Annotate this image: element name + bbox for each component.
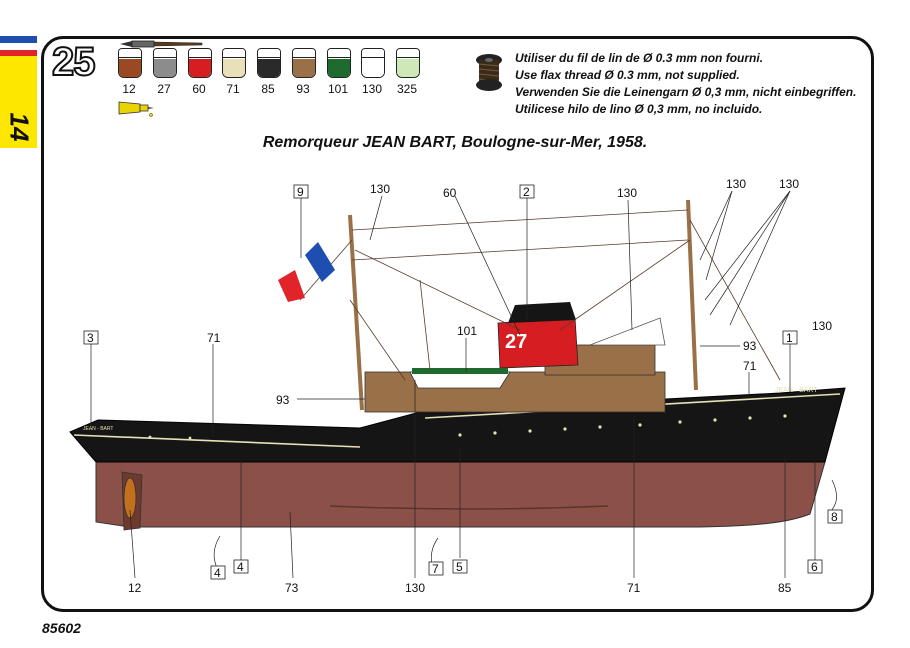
- callout-93: 93: [743, 339, 757, 353]
- stern-name-marking: JEAN - BART: [83, 426, 113, 432]
- french-flag-blue: [305, 242, 335, 282]
- paint-swatch: [293, 59, 315, 77]
- paint-code: 71: [226, 82, 240, 96]
- glue-tube-icon: [118, 101, 154, 117]
- callout-3: 3: [87, 331, 94, 345]
- catalog-code: 85602: [42, 620, 81, 636]
- callout-60: 60: [443, 186, 457, 200]
- paint-swatch: [328, 59, 350, 77]
- paint-code: 130: [361, 82, 383, 96]
- paint-pot: 85: [257, 48, 281, 96]
- bridge-screen: [589, 317, 666, 346]
- paint-swatch: [119, 59, 141, 77]
- paint-code: 12: [122, 82, 136, 96]
- callout-130: 130: [617, 186, 637, 200]
- paint-pot: 325: [396, 48, 420, 96]
- callout-85: 85: [778, 581, 792, 595]
- callout-4: 4: [214, 566, 221, 580]
- paintbrush-icon: [120, 40, 203, 48]
- paint-swatch: [397, 59, 419, 77]
- callout-4: 4: [237, 560, 244, 574]
- callout-130: 130: [405, 581, 425, 595]
- thread-note-list: Utiliser du fil de lin de Ø 0.3 mm non f…: [515, 50, 856, 118]
- lifeboat: [409, 371, 511, 389]
- callout-130: 130: [370, 182, 390, 196]
- paint-pot: 60: [188, 48, 212, 96]
- deckhouse: [364, 371, 666, 413]
- callout-130: 130: [812, 319, 832, 333]
- paint-code: 27: [157, 82, 171, 96]
- callout-130: 130: [779, 177, 799, 191]
- paint-code: 101: [327, 82, 349, 96]
- paint-code: 85: [261, 82, 275, 96]
- step-number: 25: [51, 39, 96, 85]
- funnel-number: 27: [505, 331, 527, 353]
- paint-pot: 93: [292, 48, 316, 96]
- thread-note-es: Utilicese hilo de lino Ø 0,3 mm, no incl…: [515, 102, 763, 116]
- paint-swatch: [189, 59, 211, 77]
- thread-spool-icon: [476, 54, 502, 91]
- paint-swatch: [154, 59, 176, 77]
- callout-71: 71: [743, 359, 757, 373]
- callout-6: 6: [811, 560, 818, 574]
- callout-leader-lines: [90, 190, 837, 579]
- paint-pot: 101: [327, 48, 351, 96]
- instruction-frame: [41, 36, 874, 612]
- callout-7: 7: [432, 562, 439, 576]
- paint-code: 60: [192, 82, 206, 96]
- flag-stripe-blue: [0, 36, 37, 43]
- callout-73: 73: [285, 581, 299, 595]
- flag-stripe-white: [0, 43, 37, 50]
- callout-8: 8: [831, 510, 838, 524]
- callout-71: 71: [207, 331, 221, 345]
- aft-mast: [348, 214, 364, 411]
- funnel-top: [508, 302, 576, 323]
- callout-130: 130: [726, 177, 746, 191]
- callout-2: 2: [523, 185, 530, 199]
- fore-mast: [686, 199, 698, 391]
- paint-code: 325: [396, 82, 418, 96]
- hull-name-marking: JEAN - BART: [775, 387, 818, 394]
- thread-note-en: Use flax thread Ø 0.3 mm, not supplied.: [515, 68, 740, 82]
- paint-pot: 130: [361, 48, 385, 96]
- paint-swatch: [223, 59, 245, 77]
- thread-note-de: Verwenden Sie die Leinengarn Ø 0,3 mm, n…: [515, 85, 857, 99]
- callout-9: 9: [297, 185, 304, 199]
- propeller: [123, 477, 137, 519]
- bilge-keel: [329, 505, 609, 510]
- callout-71: 71: [627, 581, 641, 595]
- paint-pot: 27: [153, 48, 177, 96]
- page-tab: 14: [0, 56, 37, 148]
- lower-hull: [95, 461, 826, 528]
- callout-93: 93: [276, 393, 290, 407]
- paint-pot: 71: [222, 48, 246, 96]
- ship-title: Remorqueur JEAN BART, Boulogne-sur-Mer, …: [262, 134, 648, 151]
- callout-12: 12: [128, 581, 142, 595]
- callout-1: 1: [786, 331, 793, 345]
- rigging-lines: [299, 209, 781, 381]
- hull-stripe-aft: [73, 434, 361, 448]
- side-language-tab: 14: [0, 36, 37, 148]
- callout-labels: 130 60 2 130 130 130 9 101 93 130 1 3 71…: [83, 177, 843, 595]
- paint-pot: 12: [118, 48, 142, 96]
- paint-swatch: [258, 59, 280, 77]
- paint-swatch: [362, 59, 384, 77]
- flag-stripe-red: [0, 50, 37, 57]
- callout-101: 101: [457, 324, 477, 338]
- callout-5: 5: [456, 560, 463, 574]
- thread-note-fr: Utiliser du fil de lin de Ø 0.3 mm non f…: [515, 51, 764, 65]
- lifeboat-cover: [412, 368, 508, 374]
- french-flag-red: [278, 270, 305, 302]
- paint-code: 93: [296, 82, 310, 96]
- portholes: [148, 414, 787, 440]
